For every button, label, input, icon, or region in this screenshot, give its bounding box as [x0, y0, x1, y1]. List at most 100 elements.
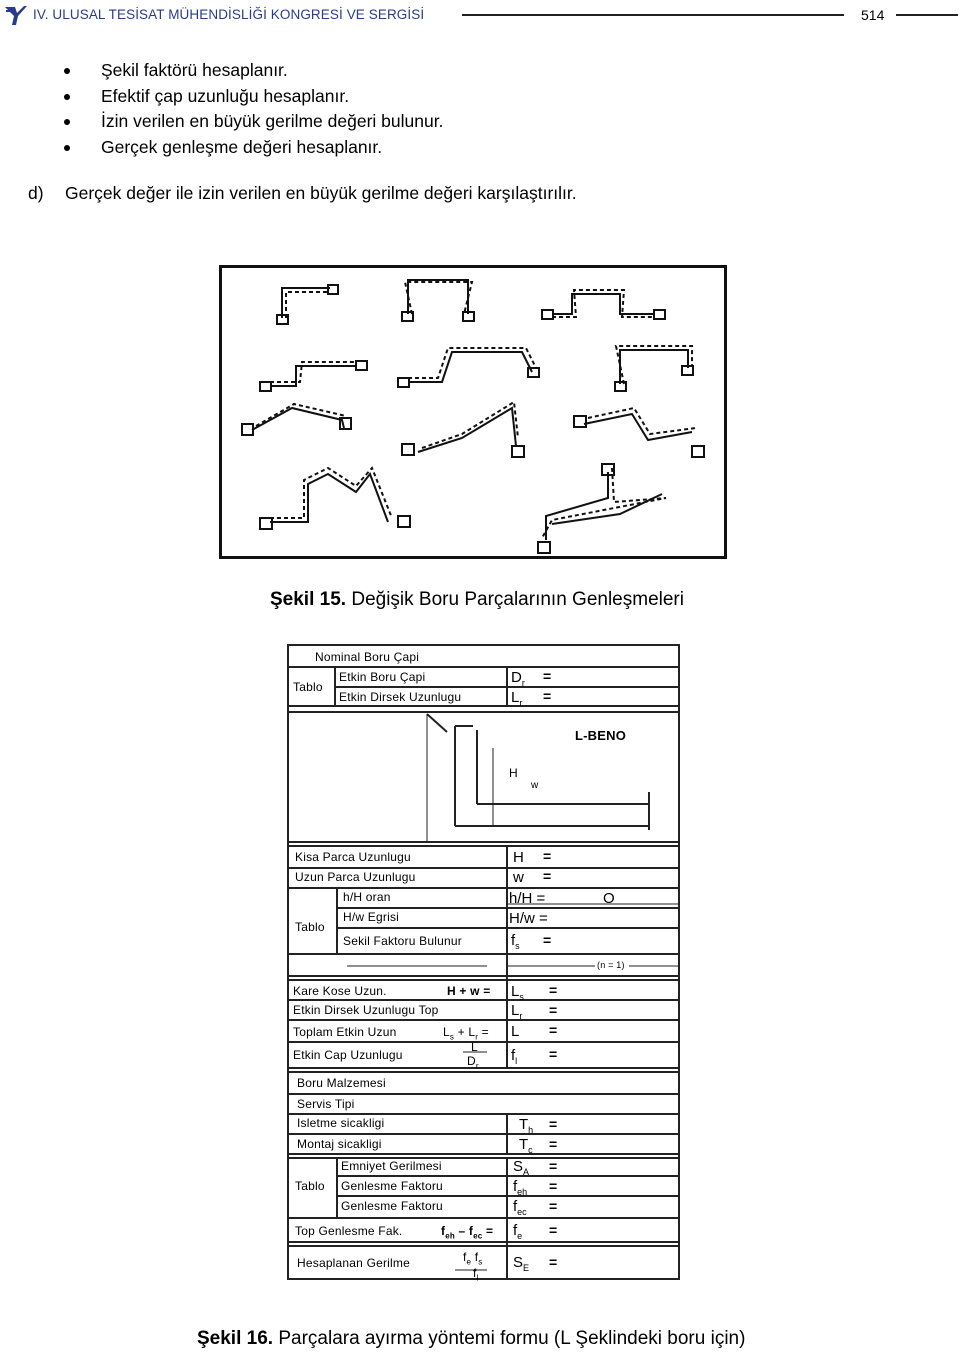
figure-15-pipe-expansions — [219, 265, 727, 559]
caption-text: Parçalara ayırma yöntemi formu (L Şeklin… — [273, 1328, 746, 1349]
sym-sub: A — [523, 1167, 530, 1177]
frac-text: f — [473, 1266, 477, 1280]
form-kisa-label: Kisa Parca Uzunlugu — [295, 850, 411, 864]
page-header: IV. ULUSAL TESİSAT MÜHENDİSLİĞİ KONGRESİ… — [0, 0, 960, 32]
form-eq: = — [549, 1002, 558, 1018]
form-genlesme1-label: Genlesme Faktoru — [341, 1179, 443, 1193]
sym-text: S — [513, 1158, 524, 1175]
form-sym-fec: fec — [513, 1198, 527, 1217]
caption-label: Şekil 16. — [197, 1328, 274, 1349]
form-sym-lr: Lr — [511, 689, 522, 708]
form-sym-Th: Th — [519, 1116, 533, 1135]
form-hes-frac-top: fe fs — [463, 1250, 483, 1266]
formula-sub: r — [475, 1032, 479, 1042]
frac-text: D — [467, 1054, 476, 1068]
form-eq: = — [549, 1158, 558, 1174]
sym-sub: s — [515, 941, 520, 951]
form-genlesme2-label: Genlesme Faktoru — [341, 1199, 443, 1213]
form-eq: = — [549, 1046, 558, 1062]
bullet-item: Şekil faktörü hesaplanır. — [60, 58, 443, 84]
form-sym-Tc: Tc — [519, 1136, 533, 1155]
form-kare-formula: H + w = — [447, 984, 491, 998]
sym-text: T — [519, 1136, 529, 1153]
sym-sub: eh — [517, 1187, 528, 1197]
form-frac-bot: Dr — [467, 1054, 479, 1070]
formula-sub: ec — [473, 1231, 483, 1241]
form-eq: = — [549, 982, 558, 998]
sym-sub: r — [519, 1011, 523, 1021]
sym-sub: r — [519, 698, 523, 708]
caption-text: Değişik Boru Parçalarının Genleşmeleri — [346, 589, 684, 610]
sym-text: L — [511, 983, 520, 1000]
sym-text: L — [511, 1002, 520, 1019]
form-eq: = — [549, 1136, 558, 1152]
form-hesaplanan-label: Hesaplanan Gerilme — [297, 1256, 410, 1270]
form-isletme-label: Isletme sicakligi — [297, 1116, 385, 1130]
formula-text: f — [441, 1224, 446, 1238]
sym-text: D — [511, 669, 522, 686]
frac-text: f — [463, 1250, 467, 1264]
form-nominal-label: Nominal Boru Çapi — [315, 650, 420, 664]
bullet-item: İzin verilen en büyük gerilme değeri bul… — [60, 109, 443, 135]
form-montaj-label: Montaj sicakligi — [297, 1137, 382, 1151]
bullet-text: Şekil faktörü hesaplanır. — [101, 60, 288, 80]
form-sym-Hw: H/w = — [509, 910, 548, 927]
form-grid — [287, 644, 680, 1280]
form-uzun-label: Uzun Parca Uzunlugu — [295, 870, 416, 884]
sym-sub: l — [515, 1056, 518, 1066]
frac-text: f — [474, 1250, 479, 1264]
sym-text: L — [511, 689, 520, 706]
form-sym-SA: SA — [513, 1158, 529, 1177]
bullet-icon — [64, 144, 70, 151]
form-eq: = — [543, 668, 552, 684]
sym-text: f — [511, 932, 516, 949]
bullet-icon — [64, 93, 70, 100]
form-emniyet-label: Emniyet Gerilmesi — [341, 1159, 442, 1173]
caption-label: Şekil 15. — [270, 589, 347, 610]
form-tablo-label: Tablo — [293, 680, 323, 694]
sym-text: S — [513, 1254, 524, 1271]
form-etkin-boru-label: Etkin Boru Çapi — [339, 670, 426, 684]
form-top-genlesme-label: Top Genlesme Fak. — [295, 1224, 403, 1238]
paragraph-label: d) — [28, 183, 44, 203]
sym-sub: h — [528, 1125, 534, 1135]
header-rule — [462, 14, 844, 16]
form-kare-kose-label: Kare Kose Uzun. — [293, 984, 387, 998]
form-sym-fs: fs — [511, 932, 520, 951]
formula-text: + L — [454, 1025, 476, 1039]
form-n-note: (n = 1) — [597, 960, 625, 970]
sym-sub: r — [521, 678, 525, 688]
form-eq: = — [549, 1116, 558, 1132]
form-eq: = — [549, 1254, 558, 1270]
bullet-list: Şekil faktörü hesaplanır. Efektif çap uz… — [60, 58, 443, 160]
paragraph-d: d) Gerçek değer ile izin verilen en büyük… — [28, 183, 577, 204]
frac-sub: s — [478, 1257, 483, 1267]
bullet-text: Efektif çap uzunluğu hesaplanır. — [101, 85, 350, 106]
paragraph-text: Gerçek değer ile izin verilen en büyük g… — [65, 183, 577, 203]
formula-text: f — [468, 1224, 474, 1238]
formula-sub: s — [449, 1032, 455, 1042]
form-hw-egrisi-label: H/w Egrisi — [343, 910, 400, 924]
form-sekil-faktoru-label: Sekil Faktoru Bulunur — [343, 934, 462, 948]
sym-text: f — [513, 1178, 518, 1195]
form-eq: = — [549, 1222, 558, 1238]
form-sym-fl: fl — [511, 1047, 517, 1066]
form-sym-fe: fe — [513, 1222, 522, 1241]
form-diagram-h: H — [509, 766, 518, 780]
bullet-icon — [64, 119, 70, 125]
formula-text: L — [443, 1025, 450, 1039]
form-sym-hH-value: O — [603, 890, 615, 907]
form-eq: = — [549, 1198, 558, 1214]
sym-text: f — [513, 1222, 518, 1239]
form-hes-frac-bot: fl — [473, 1266, 479, 1282]
bullet-icon — [64, 68, 70, 74]
form-diagram-w: w — [531, 780, 539, 791]
form-tablo3-label: Tablo — [295, 1179, 325, 1193]
form-eq: = — [543, 868, 552, 884]
sym-sub: s — [519, 992, 524, 1002]
frac-sub: e — [466, 1257, 472, 1267]
form-sym-hH: h/H = — [509, 890, 546, 907]
form-toplam-formula: Ls + Lr = — [443, 1025, 489, 1041]
form-eq: = — [543, 932, 552, 948]
form-toplam-etkin-label: Toplam Etkin Uzun — [293, 1025, 397, 1039]
